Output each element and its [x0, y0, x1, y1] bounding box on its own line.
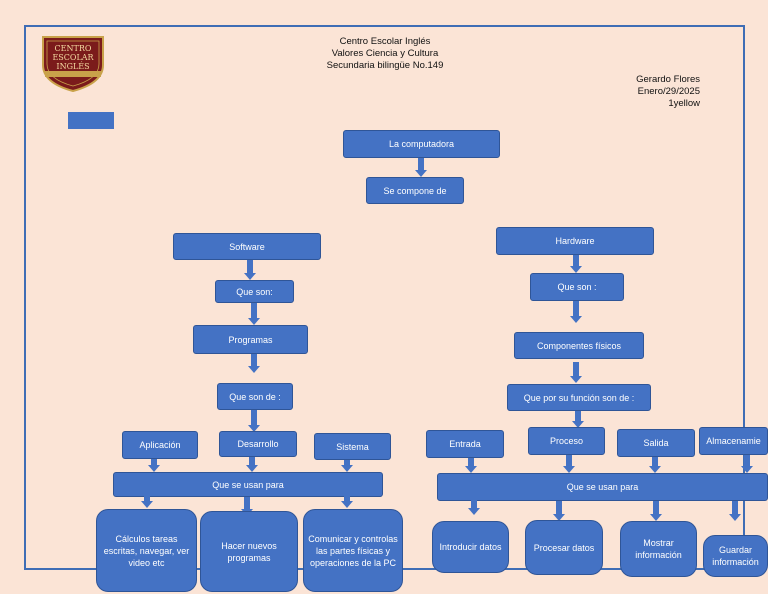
arrow-down-icon [415, 158, 427, 177]
node-use-entrada: Introducir datos [432, 521, 509, 573]
arrow-down-icon [341, 489, 353, 508]
logo-line1: CENTRO [55, 44, 92, 53]
node-software-que-son: Que son: [215, 280, 294, 303]
arrow-down-icon [246, 457, 258, 472]
node-compose: Se compone de [366, 177, 464, 204]
arrow-down-icon [148, 459, 160, 472]
arrow-down-icon [244, 260, 256, 280]
school-level: Secundaria bilingüe No.149 [326, 60, 444, 71]
arrow-down-icon [570, 362, 582, 383]
node-almacenamiento: Almacenamie [699, 427, 768, 455]
node-proceso: Proceso [528, 427, 605, 455]
node-hardware-usan-para: Que se usan para [437, 473, 768, 501]
author-name: Gerardo Flores [636, 74, 700, 85]
arrow-down-icon [649, 457, 661, 473]
arrow-down-icon [650, 501, 662, 521]
arrow-down-icon [248, 410, 260, 432]
arrow-down-icon [570, 255, 582, 273]
node-que-son-de: Que son de : [217, 383, 293, 410]
arrow-down-icon [572, 411, 584, 428]
node-software-usan-para: Que se usan para [113, 472, 383, 497]
node-salida: Salida [617, 429, 695, 457]
node-use-aplicacion: Cálculos tareas escritas, navegar, ver v… [96, 509, 197, 592]
arrow-down-icon [741, 455, 753, 473]
arrow-down-icon [570, 301, 582, 323]
decorative-blue-rect [68, 112, 114, 129]
school-logo: CENTRO ESCOLAR INGLÉS [42, 36, 104, 93]
logo-line2: ESCOLAR [52, 53, 94, 62]
school-motto: Valores Ciencia y Cultura [331, 48, 439, 59]
author-info: Gerardo Flores Enero/29/2025 1yellow [560, 74, 700, 110]
node-use-desarrollo: Hacer nuevos programas [200, 511, 298, 592]
arrow-down-icon [468, 494, 480, 515]
arrow-down-icon [729, 501, 741, 521]
node-use-sistema: Comunicar y controlas las partes físicas… [303, 509, 403, 592]
node-hardware: Hardware [496, 227, 654, 255]
school-name: Centro Escolar Inglés [339, 36, 431, 47]
arrow-down-icon [563, 455, 575, 473]
arrow-down-icon [248, 354, 260, 373]
node-hardware-que-son: Que son : [530, 273, 624, 301]
author-date: Enero/29/2025 [637, 86, 700, 97]
school-header: Centro Escolar Inglés Valores Ciencia y … [270, 36, 500, 72]
logo-line3: INGLÉS [56, 62, 89, 71]
node-desarrollo: Desarrollo [219, 431, 297, 457]
arrow-down-icon [341, 460, 353, 472]
node-programas: Programas [193, 325, 308, 354]
node-root: La computadora [343, 130, 500, 158]
node-use-almacenamiento: Guardar información [703, 535, 768, 577]
node-entrada: Entrada [426, 430, 504, 458]
arrow-down-icon [141, 489, 153, 508]
arrow-down-icon [465, 458, 477, 473]
author-group: 1yellow [668, 98, 700, 109]
node-software: Software [173, 233, 321, 260]
node-use-proceso: Procesar datos [525, 520, 603, 575]
arrow-down-icon [553, 501, 565, 521]
node-sistema: Sistema [314, 433, 391, 460]
arrow-down-icon [248, 303, 260, 325]
node-componentes: Componentes físicos [514, 332, 644, 359]
node-use-salida: Mostrar información [620, 521, 697, 577]
node-aplicacion: Aplicación [122, 431, 198, 459]
node-por-funcion: Que por su función son de : [507, 384, 651, 411]
